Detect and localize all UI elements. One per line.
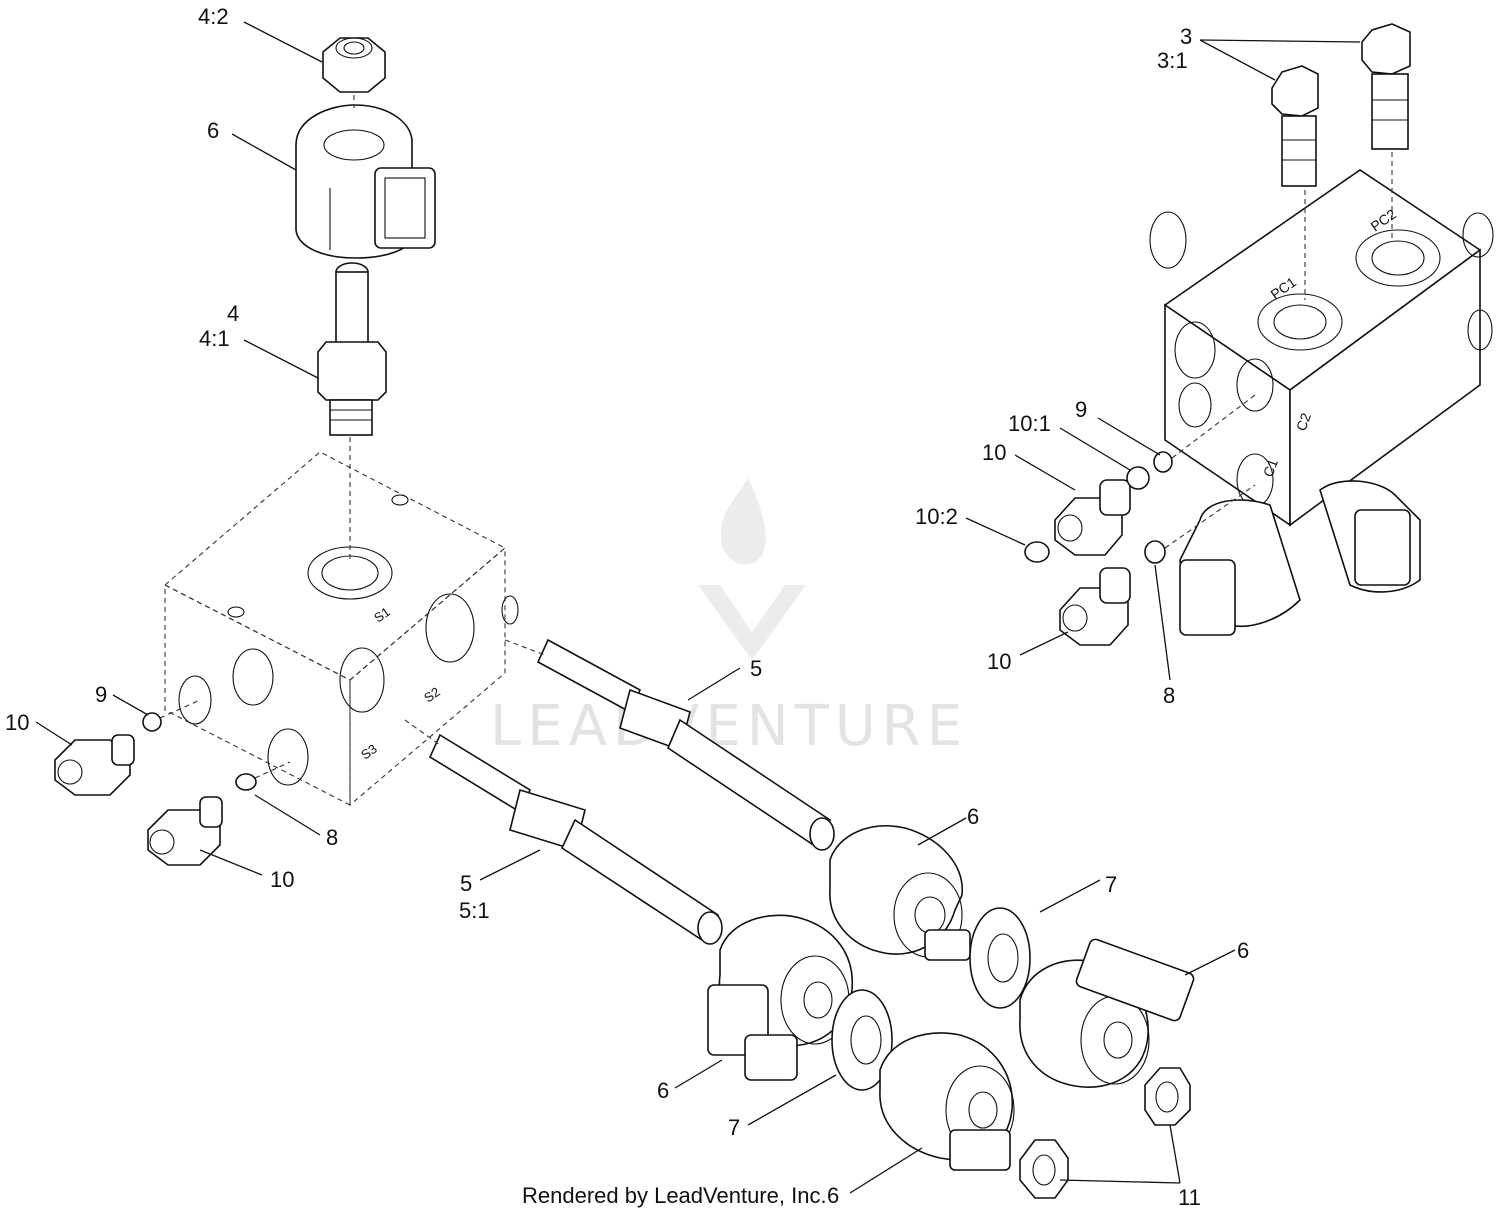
label-4-2: 4:2: [198, 4, 229, 29]
label-9-left: 9: [95, 682, 107, 707]
right-fitting-lower: [1059, 540, 1166, 646]
label-5-upper: 5: [750, 656, 762, 681]
coil-mid: [829, 825, 971, 961]
label-6-left: 6: [657, 1078, 669, 1103]
label-4-1: 4:1: [199, 326, 230, 351]
label-10-2: 10:2: [915, 504, 958, 529]
watermark-text: LEADVENTURE: [490, 694, 968, 759]
cartridge-valve-lower: [428, 733, 723, 945]
label-8-right: 8: [1163, 683, 1175, 708]
washer-lower: [831, 989, 893, 1091]
coil-right: [1019, 938, 1195, 1088]
label-3-1: 3:1: [1157, 48, 1188, 73]
part-labels: 4:2 6 4 4:1 3 3:1 9 10:1 10 10:2 10 8 5 …: [5, 4, 1249, 1210]
label-10-1: 10:1: [1008, 411, 1051, 436]
label-5-lower: 5: [460, 871, 472, 896]
right-oring: [1024, 541, 1050, 563]
nut-bottom: [1019, 1139, 1069, 1199]
label-10-right-a: 10: [982, 440, 1006, 465]
washer-upper: [969, 907, 1031, 1009]
label-6-bottom: 6: [827, 1183, 839, 1208]
label-7-upper: 7: [1105, 872, 1117, 897]
label-7-lower: 7: [728, 1115, 740, 1140]
coil-bottom: [879, 1032, 1015, 1171]
port-mark-s1: S1: [371, 604, 393, 625]
port-mark-s3: S3: [358, 741, 380, 762]
port-mark-c1: C1: [1260, 457, 1281, 479]
nut-right: [1144, 1067, 1191, 1126]
label-6-right: 6: [1237, 938, 1249, 963]
label-9-right: 9: [1075, 397, 1087, 422]
label-11: 11: [1178, 1185, 1201, 1210]
watermark: LEADVENTURE: [490, 478, 968, 759]
label-10-left-a: 10: [5, 710, 29, 735]
left-fitting-upper: [54, 712, 162, 796]
label-10-right-b: 10: [987, 649, 1011, 674]
port-mark-s2: S2: [421, 684, 443, 705]
right-manifold-block: PC1 PC2 C1 C2: [1149, 169, 1494, 527]
port-mark-c2: C2: [1293, 411, 1314, 433]
label-6-mid: 6: [967, 804, 979, 829]
label-3: 3: [1180, 24, 1192, 49]
right-fitting-upper: [1054, 451, 1173, 556]
label-6-top: 6: [207, 118, 219, 143]
top-nut: [322, 37, 386, 93]
leader-lines: [35, 21, 1361, 1194]
label-10-left-b: 10: [270, 867, 294, 892]
label-8-left: 8: [326, 825, 338, 850]
top-valve-cartridge: [317, 262, 387, 436]
top-coil: [295, 104, 436, 259]
coil-left: [707, 914, 854, 1081]
label-5-1: 5:1: [459, 898, 490, 923]
render-credit: Rendered by LeadVenture, Inc.: [522, 1183, 827, 1208]
left-manifold-block: S1 S2 S3: [164, 451, 519, 807]
right-plug-a: [1271, 65, 1319, 187]
label-4: 4: [227, 301, 239, 326]
cartridge-valve-upper: [536, 638, 835, 851]
right-plug-b: [1361, 23, 1411, 150]
right-block-coils: [1179, 480, 1421, 636]
